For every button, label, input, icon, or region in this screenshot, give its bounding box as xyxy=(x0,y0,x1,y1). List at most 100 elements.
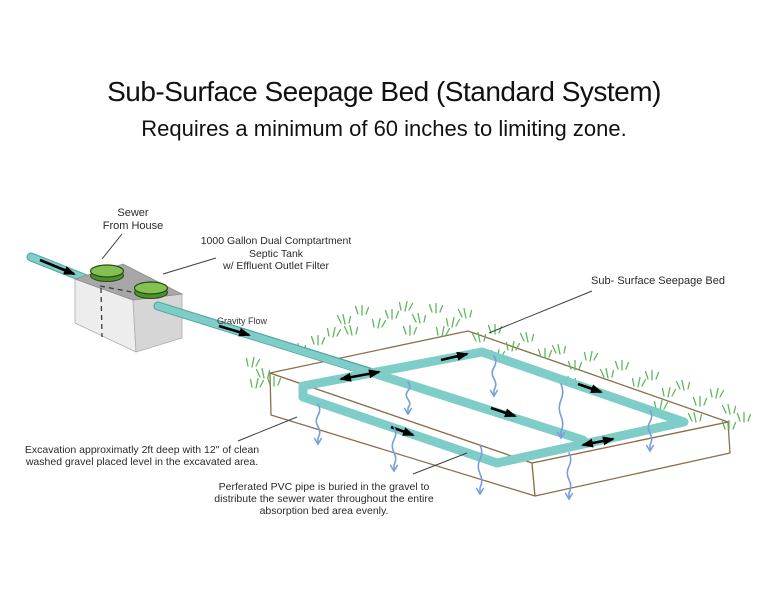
grass-tuft xyxy=(435,325,451,337)
grass-blade xyxy=(354,305,359,315)
compartment-divider-front xyxy=(100,287,103,338)
grass-blade xyxy=(687,412,693,422)
grass-blade xyxy=(505,341,509,351)
grass-blade xyxy=(733,405,737,414)
grass-blade xyxy=(599,368,605,378)
grass-tuft xyxy=(583,350,599,362)
grass-blade xyxy=(525,331,529,343)
grass-tuft xyxy=(721,403,737,415)
grass-tuft xyxy=(519,331,535,343)
effluent-pipe-body xyxy=(154,302,379,378)
grass-blade xyxy=(251,356,255,368)
grass-tuft xyxy=(310,334,326,346)
label-leader-line xyxy=(162,257,217,275)
grass-tuft xyxy=(402,324,418,336)
grass-blade xyxy=(365,306,370,315)
seepage-arrow xyxy=(556,383,566,440)
grass-blade xyxy=(699,413,703,422)
grass-blade xyxy=(659,399,663,411)
grass-tuft xyxy=(249,377,265,389)
grass-blade xyxy=(348,315,352,324)
grass-blade xyxy=(445,327,451,336)
grass-tuft xyxy=(692,395,708,407)
flow-direction-double-arrow xyxy=(581,436,615,448)
grass-blade xyxy=(404,300,408,312)
pvc-label-line2: distribute the sewer water throughout th… xyxy=(214,493,434,505)
excavation-label-line2: washed gravel placed level in the excava… xyxy=(25,456,259,468)
grass-blade xyxy=(655,371,660,380)
seepage-wavy-line xyxy=(315,403,321,445)
grass-blade xyxy=(463,307,467,319)
grass-tuft xyxy=(343,324,359,336)
grass-tuft xyxy=(687,411,703,423)
seepage-arrowhead xyxy=(403,407,413,416)
grass-tuft xyxy=(398,300,414,312)
grass-blade xyxy=(349,324,353,336)
grass-blade xyxy=(727,403,731,415)
grass-blade xyxy=(255,377,259,389)
grass-blade xyxy=(342,313,346,325)
seepage-arrowhead xyxy=(645,444,655,453)
grass-blade xyxy=(451,316,455,328)
seepage-arrow xyxy=(403,381,413,416)
grass-blade xyxy=(326,327,330,337)
grass-blade xyxy=(371,318,375,328)
grass-blade xyxy=(457,308,463,318)
grass-blade xyxy=(435,326,439,336)
grass-blade xyxy=(343,325,349,335)
grass-blade xyxy=(519,332,525,342)
grass-blade xyxy=(715,387,719,399)
pvc-label-line3: absorption bed area evenly. xyxy=(259,505,389,517)
grass-blade xyxy=(637,376,641,388)
seepage-wavy-line xyxy=(405,381,411,415)
seepage-wavy-line xyxy=(391,426,397,472)
sewer-from-house-label: Sewer From House xyxy=(103,207,164,232)
seepage-wavy-line xyxy=(477,444,483,495)
flow-direction-arrow xyxy=(577,382,603,394)
grass-blade xyxy=(721,420,726,430)
grass-blade xyxy=(377,317,381,329)
seepage-arrow-layer xyxy=(313,355,655,501)
grass-tuft xyxy=(709,387,725,399)
grass-blade xyxy=(310,335,315,345)
gravity-flow-label: Gravity Flow xyxy=(216,316,268,326)
grass-blade xyxy=(266,376,271,386)
flow-direction-arrow xyxy=(218,324,251,337)
grass-tuft xyxy=(266,375,282,387)
grass-blade xyxy=(681,379,685,391)
grass-blade xyxy=(589,350,593,362)
flow-arrow-layer xyxy=(39,258,615,448)
grass-blade xyxy=(441,325,445,337)
grass-tuft xyxy=(326,326,342,338)
grass-tuft xyxy=(551,343,567,355)
grass-blade xyxy=(671,388,677,397)
grass-tuft xyxy=(471,331,487,343)
grass-tuft xyxy=(599,367,615,379)
grass-blade xyxy=(667,386,671,398)
grass-tuft xyxy=(255,367,271,379)
label-leader-line xyxy=(412,452,468,475)
flow-direction-arrow xyxy=(440,351,469,362)
grass-blade xyxy=(614,360,619,370)
page-title: Sub-Surface Seepage Bed (Standard System… xyxy=(107,76,661,107)
grass-blade xyxy=(578,361,583,370)
grass-tuft xyxy=(411,312,427,324)
grass-blade xyxy=(641,378,647,387)
grass-blade xyxy=(381,319,387,328)
seepage-wavy-line xyxy=(558,383,564,439)
tank-lid-left xyxy=(89,264,125,282)
grass-blade xyxy=(593,352,599,361)
grass-blade xyxy=(245,357,249,367)
tank-lid-right xyxy=(133,281,169,299)
excavation-label-line1: Excavation approximatly 2ft deep with 12… xyxy=(24,444,260,456)
grass-blade xyxy=(557,343,561,355)
tank-label-line2: Septic Tank xyxy=(248,247,304,260)
grass-blade xyxy=(693,411,697,423)
septic-tank-label: 1000 Gallon Dual Comptartment Septic Tan… xyxy=(201,235,352,273)
flow-direction-double-arrow xyxy=(339,369,381,382)
sewer-label-line1: Sewer xyxy=(117,207,149,219)
grass-blade xyxy=(445,317,449,327)
seepage-wavy-line xyxy=(566,452,572,500)
